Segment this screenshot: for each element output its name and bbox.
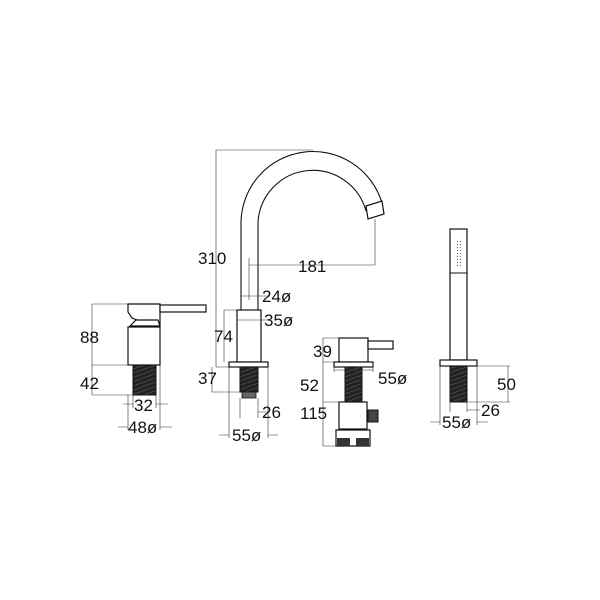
spout-height-dimension-lines xyxy=(215,149,313,368)
mixer-collar xyxy=(128,319,161,327)
dim-diverter-39: 39 xyxy=(313,342,332,361)
basin-mixer: 88 42 32 48ø xyxy=(80,303,207,437)
dim-mixer-42: 42 xyxy=(80,374,99,393)
spout-thread xyxy=(239,366,259,393)
handshower-height-dimension-lines xyxy=(467,365,510,403)
mixer-dimension-lines xyxy=(91,303,133,396)
dim-handshower-50: 50 xyxy=(497,375,516,394)
spout-thread-end xyxy=(241,391,257,399)
bath-spout: 310 181 24ø 35ø 74 37 26 55ø xyxy=(198,149,385,445)
diverter-plate xyxy=(333,361,374,368)
spout-thread-dimension-lines xyxy=(211,367,268,418)
handshower-spray-face xyxy=(455,240,462,268)
spout-body-dimension-lines xyxy=(223,295,270,362)
dim-spout-74: 74 xyxy=(214,327,233,346)
dim-handshower-26: 26 xyxy=(481,401,500,420)
dim-diverter-55: 55ø xyxy=(378,369,407,388)
mixer-thread xyxy=(132,364,157,396)
diverter-plate-dimension-lines xyxy=(333,367,374,372)
diverter-lever xyxy=(367,340,394,350)
diverter-valve: 39 52 115 55ø xyxy=(300,337,407,447)
handshower-thread xyxy=(449,365,468,403)
spout-inner-curve xyxy=(257,169,367,310)
handshower-thread-dimension-lines xyxy=(449,402,480,412)
dim-spout-26: 26 xyxy=(262,403,281,422)
dim-spout-35: 35ø xyxy=(264,311,293,330)
dim-diverter-115: 115 xyxy=(300,404,327,423)
dim-mixer-88: 88 xyxy=(80,328,99,347)
hand-shower: 50 26 55ø xyxy=(430,228,516,432)
dim-mixer-48: 48ø xyxy=(128,418,157,437)
mixer-body xyxy=(127,326,161,366)
diverter-bottom-connectors xyxy=(337,438,369,446)
dim-spout-310: 310 xyxy=(198,249,226,268)
dim-spout-55: 55ø xyxy=(232,426,261,445)
mixer-lever xyxy=(159,304,207,313)
handshower-base-dimension-lines xyxy=(430,366,488,425)
spout-outlet xyxy=(365,200,385,220)
diverter-lower-body xyxy=(338,401,368,430)
dim-spout-24: 24ø xyxy=(262,287,291,306)
spout-base-plate xyxy=(228,361,269,368)
spout-base-dimension-lines xyxy=(219,367,278,438)
mixer-width-dimension-lines xyxy=(118,365,172,430)
dim-spout-181: 181 xyxy=(298,257,326,276)
diverter-thread xyxy=(344,366,363,403)
dim-diverter-52: 52 xyxy=(300,376,319,395)
dim-spout-37: 37 xyxy=(198,369,217,388)
spout-projection-dimension-lines xyxy=(248,219,376,300)
handshower-plate xyxy=(439,359,478,367)
dim-handshower-55: 55ø xyxy=(442,413,471,432)
dim-mixer-32: 32 xyxy=(134,396,153,415)
diverter-height-dimension-lines xyxy=(322,337,345,447)
spout-body xyxy=(236,309,262,363)
spout-outer-curve xyxy=(240,150,383,310)
diverter-outlet-knob xyxy=(367,409,379,423)
diverter-handle-body xyxy=(338,337,369,363)
